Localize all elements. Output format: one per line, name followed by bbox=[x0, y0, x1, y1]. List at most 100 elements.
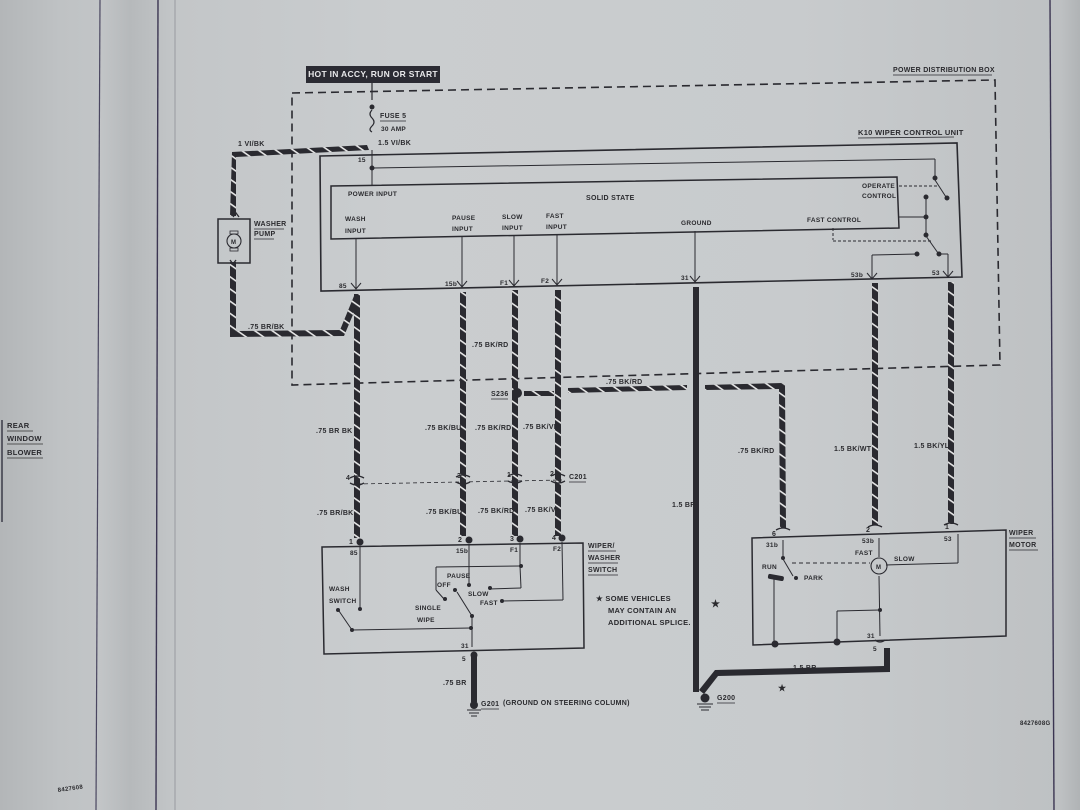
page-code: 8427608 bbox=[57, 784, 83, 794]
fast-input-label: INPUT bbox=[546, 224, 567, 231]
wiper-motor-label: MOTOR bbox=[1009, 542, 1036, 549]
ground-wires bbox=[471, 287, 890, 702]
pin-label: 53 bbox=[932, 270, 940, 277]
pin-label: 31 bbox=[461, 643, 469, 650]
power-input-label: POWER INPUT bbox=[348, 191, 397, 198]
pin-label: 3 bbox=[510, 536, 514, 543]
wire-label: 1.5 VI/BK bbox=[378, 140, 411, 147]
switch-position-label: SLOW bbox=[468, 591, 489, 598]
slow-label: SLOW bbox=[894, 556, 915, 563]
fast-control-label: FAST CONTROL bbox=[807, 217, 861, 224]
wire-label: .75 BK/RD bbox=[606, 379, 643, 386]
pin-label: 5 bbox=[873, 646, 877, 653]
power-distribution-box-label: POWER DISTRIBUTION BOX bbox=[893, 67, 995, 74]
splice-label: S236 bbox=[491, 391, 509, 398]
switch-position-label: OFF bbox=[437, 582, 451, 589]
slow-input-label: INPUT bbox=[502, 225, 523, 232]
wires bbox=[230, 145, 954, 538]
wiper-switch-label: WASHER bbox=[588, 555, 621, 562]
left-page-label: REAR bbox=[7, 421, 30, 430]
wire-label: .75 BR bbox=[443, 680, 467, 687]
washer-pump-box bbox=[217, 218, 251, 264]
wire-label: .75 BK/BU bbox=[426, 509, 463, 516]
left-page-label: WINDOW bbox=[7, 434, 42, 443]
pin-label: 53b bbox=[851, 272, 863, 279]
wash-switch-label: SWITCH bbox=[329, 598, 356, 605]
washer-pump-label: WASHER bbox=[254, 221, 287, 228]
pin-label: 1 bbox=[507, 472, 511, 479]
pin-label: 15b bbox=[445, 281, 457, 288]
ground-label: GROUND bbox=[681, 220, 712, 227]
washer-pump-label: PUMP bbox=[254, 231, 275, 238]
motor-label: M bbox=[231, 240, 236, 246]
wire-label: .75 BK/VI bbox=[525, 507, 558, 514]
note-text: ADDITIONAL SPLICE. bbox=[608, 618, 691, 627]
wire-label: 1 VI/BK bbox=[238, 141, 265, 148]
fuse-label: FUSE 5 bbox=[380, 113, 406, 120]
slow-input-label: SLOW bbox=[502, 214, 523, 221]
pin-label: F1 bbox=[510, 547, 518, 554]
page-edge-line bbox=[155, 0, 159, 810]
pin-label: 4 bbox=[346, 475, 350, 482]
pin-label: 2 bbox=[866, 527, 870, 534]
fast-input-label: FAST bbox=[546, 213, 564, 220]
c201-connector-line bbox=[356, 479, 563, 485]
pin-label: F1 bbox=[500, 280, 508, 287]
wire-label: .75 BK/BU bbox=[425, 425, 462, 432]
star-icon: ★ bbox=[778, 683, 787, 693]
run-label: RUN bbox=[762, 564, 777, 571]
wash-input-label: INPUT bbox=[345, 228, 366, 235]
ground-label: G200 bbox=[717, 695, 735, 702]
pin-label: 1 bbox=[945, 524, 949, 531]
pin-label: 4 bbox=[552, 535, 556, 542]
star-icon: ★ bbox=[711, 599, 720, 610]
wire-label: .75 BR BK bbox=[316, 428, 353, 435]
ground-description: (GROUND ON STEERING COLUMN) bbox=[503, 700, 630, 707]
pause-input-label: INPUT bbox=[452, 226, 473, 233]
pin-label: 31 bbox=[867, 633, 875, 640]
ground-icon bbox=[700, 693, 710, 703]
pin-label: 2 bbox=[550, 471, 554, 478]
fuse-rating: 30 AMP bbox=[381, 126, 406, 133]
operate-control-label: CONTROL bbox=[862, 193, 896, 200]
page-code: 8427608G bbox=[1020, 721, 1050, 727]
control-unit-label: K10 WIPER CONTROL UNIT bbox=[858, 128, 964, 137]
pin-label: 85 bbox=[339, 283, 347, 290]
connector-label: C201 bbox=[569, 474, 587, 481]
switch-position-label: SINGLE bbox=[415, 605, 441, 612]
motor-label: M bbox=[876, 565, 881, 571]
wire-label: 1.5 BR bbox=[793, 665, 817, 672]
pin-label: 5 bbox=[462, 656, 466, 663]
power-banner: HOT IN ACCY, RUN OR START bbox=[306, 66, 440, 83]
page-edge-line bbox=[1049, 0, 1055, 810]
pin-label: 53b bbox=[862, 538, 874, 545]
fuse-symbol bbox=[369, 109, 375, 133]
page-edge-line bbox=[95, 0, 101, 810]
pin-label: 85 bbox=[350, 550, 358, 557]
ground-icon bbox=[470, 701, 478, 709]
wire-label: .75 BK/VI bbox=[523, 424, 556, 431]
operate-control-label: OPERATE bbox=[862, 183, 895, 190]
wire-label: .75 BK/RD bbox=[475, 425, 512, 432]
pin-label: 31b bbox=[766, 542, 778, 549]
park-label: PARK bbox=[804, 575, 823, 582]
wash-input-label: WASH bbox=[345, 216, 366, 223]
note-text: ★ SOME VEHICLES bbox=[596, 594, 671, 603]
ground-label: G201 bbox=[481, 701, 499, 708]
wire-label: .75 BK/RD bbox=[478, 508, 515, 515]
wire-label: .75 BR/BK bbox=[248, 324, 285, 331]
power-distribution-box bbox=[291, 79, 1001, 386]
wiper-switch-label: WIPER/ bbox=[588, 543, 615, 550]
wire-label: .75 BK/RD bbox=[738, 448, 775, 455]
solid-state-label: SOLID STATE bbox=[586, 195, 635, 202]
wire-label: 1.5 BK/YL bbox=[914, 443, 950, 450]
pin-label: F2 bbox=[541, 278, 549, 285]
switch-position-label: FAST bbox=[480, 600, 498, 607]
wiper-motor-label: WIPER bbox=[1009, 530, 1033, 537]
switch-contacts bbox=[338, 541, 564, 647]
wash-switch-label: WASH bbox=[329, 586, 350, 593]
wire-label: 1.5 BK/WT bbox=[834, 446, 872, 453]
pin-label: 31 bbox=[681, 275, 689, 282]
